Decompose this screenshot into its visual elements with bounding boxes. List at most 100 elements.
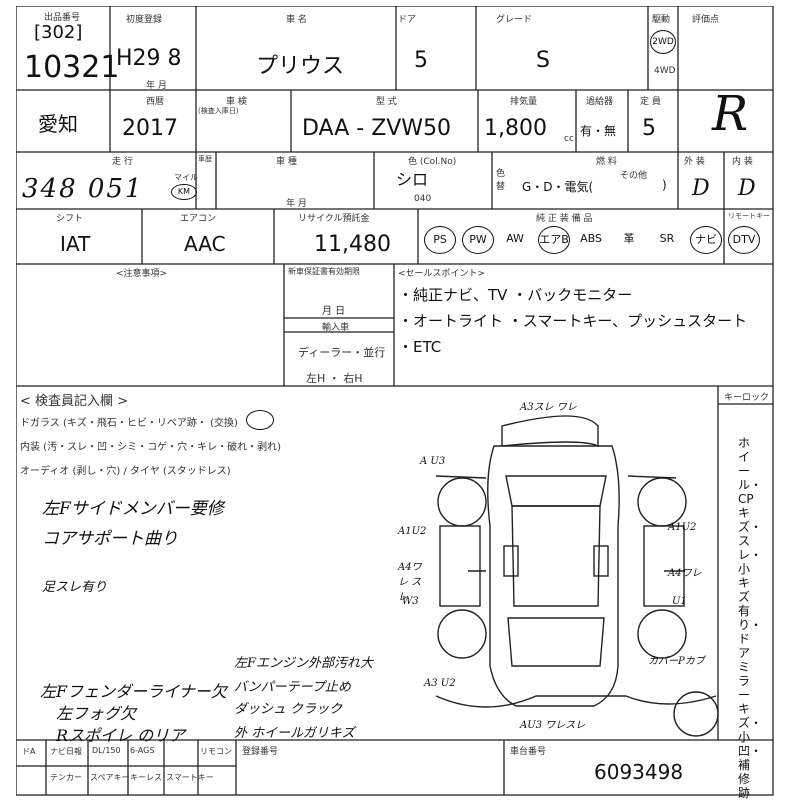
note-bottom-left: 左フォグ欠 — [56, 704, 137, 723]
year-label: 西暦 — [146, 97, 165, 107]
recycle-fee: 11,480 — [314, 232, 391, 257]
lot-number: 10321 — [24, 50, 120, 85]
interior-line: 内装 (汚・スレ・凹・シミ・コゲ・穴・キレ・破れ・剥れ) — [20, 442, 281, 453]
door-count: 5 — [414, 48, 428, 73]
remote-label: リモートキー — [728, 212, 770, 220]
audio-line: オーディオ (剥し・穴) / タイヤ (スタッドレス) — [20, 466, 231, 477]
capacity-label: 定 員 — [640, 97, 661, 107]
sales-point: ・ETC — [398, 338, 442, 356]
color-change: 色替 — [496, 169, 506, 192]
damage-mark: A1U2 — [668, 522, 697, 533]
keylock-label: キーロック — [724, 393, 770, 403]
color-label: 色 (Col.No) — [408, 157, 457, 167]
recycle-label: リサイクル預託金 — [298, 214, 370, 224]
warranty-label: 新車保証書有効期限 — [288, 267, 360, 276]
sales-label: <セールスポイント> — [398, 269, 486, 279]
mileage-unit-top: マイル — [174, 173, 198, 182]
fuel-close: ) — [662, 178, 667, 192]
turbo-label: 過給器 — [586, 97, 614, 107]
inspector-title: < 検査員記入欄 > — [20, 394, 129, 409]
meter-label: 車歴 — [198, 155, 212, 163]
equipment-label: 純 正 装 備 品 — [536, 214, 593, 224]
first-reg: H29 8 — [116, 46, 182, 71]
inspection-note: (検査入庫日) — [198, 107, 239, 115]
year: 2017 — [122, 116, 178, 141]
fuel-label: 燃 料 — [596, 157, 617, 167]
mileage: 348 051 — [22, 174, 144, 204]
equipment-item: ナビ — [690, 226, 722, 254]
damage-mark: A3 U2 — [424, 678, 456, 689]
wheel-note: ホイール・CPキズ・スレ・小キズ有り・ドアミラーキズ・小凹・補修跡 — [738, 436, 763, 800]
equipment-item: ABS — [580, 232, 602, 245]
option-cell: テンカー — [50, 773, 82, 782]
lane-code: [302] — [34, 22, 83, 43]
note-bottom-right: ダッシュ クラック — [234, 702, 343, 717]
handle: 左H ・ 右H — [306, 372, 363, 385]
sales-point: ・純正ナビ、TV ・バックモニター — [398, 286, 633, 304]
option-cell: スペアキー — [90, 773, 130, 782]
entry-label: 輸入車 — [322, 323, 350, 333]
history-label: 車 種 — [276, 157, 297, 167]
option-cell: ドA — [22, 747, 36, 756]
serial-number: 6093498 — [594, 760, 684, 784]
drive-4wd: 4WD — [654, 66, 676, 76]
damage-mark: AU3 ワレスレ — [520, 720, 586, 731]
damage-mark: A1U2 — [398, 526, 427, 537]
damage-mark: A4ワレ スレ — [398, 562, 422, 603]
displacement-label: 排気量 — [510, 97, 538, 107]
model-label: 型 式 — [376, 97, 397, 107]
mileage-label: 走 行 — [112, 157, 133, 167]
damage-mark: A3スレ ワレ — [520, 402, 577, 413]
fuel: G・D・電気( — [522, 180, 594, 194]
note-left: 足スレ有り — [42, 580, 108, 595]
caution-label: <注意事項> — [116, 269, 168, 279]
note-left: 左Fサイドメンバー要修 — [42, 499, 224, 519]
option-cell: スマートキー — [166, 773, 214, 782]
lane-label: 出品番号 — [44, 13, 81, 23]
sheet-grid — [16, 6, 774, 796]
damage-mark: U1 — [672, 596, 687, 607]
equipment-item: エアB — [538, 226, 570, 254]
reg-label: 登録番号 — [242, 747, 279, 757]
turbo: 有・無 — [580, 124, 617, 138]
equipment-item: SR — [659, 232, 675, 245]
ac: AAC — [184, 232, 226, 256]
exterior-label: 外 装 — [684, 157, 705, 167]
damage-mark: W3 — [402, 596, 419, 607]
region: 愛知 — [38, 112, 78, 136]
equipment-item: PW — [462, 226, 494, 254]
option-cell: 6-AGS — [130, 746, 155, 755]
drive-label: 駆動 — [652, 15, 671, 25]
note-bottom-right: 外 ホイールガリキズ — [234, 726, 355, 741]
color-code: 040 — [414, 194, 432, 204]
car-name-label: 車 名 — [286, 15, 307, 25]
interior: D — [738, 176, 756, 201]
sales-point: ・オートライト ・スマートキー、プッシュスタート — [398, 312, 748, 330]
inspection-label: 車 検 — [226, 97, 247, 107]
first-reg-sub: 年 月 — [146, 81, 167, 91]
displacement: 1,800 — [484, 116, 547, 141]
car-name: プリウス — [256, 54, 345, 79]
color: シロ — [396, 170, 429, 189]
note-bottom-right: 左Fエンジン外部汚れ大 — [234, 656, 374, 671]
note-left: コアサポート曲り — [42, 529, 178, 549]
rating-label: 評価点 — [692, 15, 720, 25]
glass-line: ドガラス (キズ・飛石・ヒビ・リペア跡・ (交換) — [20, 418, 238, 429]
interior-label: 内 装 — [732, 157, 753, 167]
dealer: ディーラー・並行 — [298, 346, 386, 359]
car-diagram — [435, 415, 719, 737]
model: DAA - ZVW50 — [302, 116, 452, 141]
equipment-item: DTV — [728, 226, 760, 254]
cc-unit: cc — [564, 134, 574, 144]
serial-label: 車台番号 — [510, 747, 547, 757]
option-cell: キーレス — [130, 773, 162, 782]
auction-sheet: 出品番号 [302] 10321 初度登録 H29 8 年 月 車 名 プリウス… — [16, 6, 774, 800]
equipment-item: AW — [506, 232, 524, 245]
exterior: D — [692, 176, 710, 201]
damage-mark: A4ワレ — [668, 568, 702, 579]
option-cell: ナビ日報 — [50, 747, 82, 756]
door-label: ドア — [398, 15, 417, 25]
drive-2wd: 2WD — [650, 30, 676, 54]
rating: R — [712, 86, 749, 142]
